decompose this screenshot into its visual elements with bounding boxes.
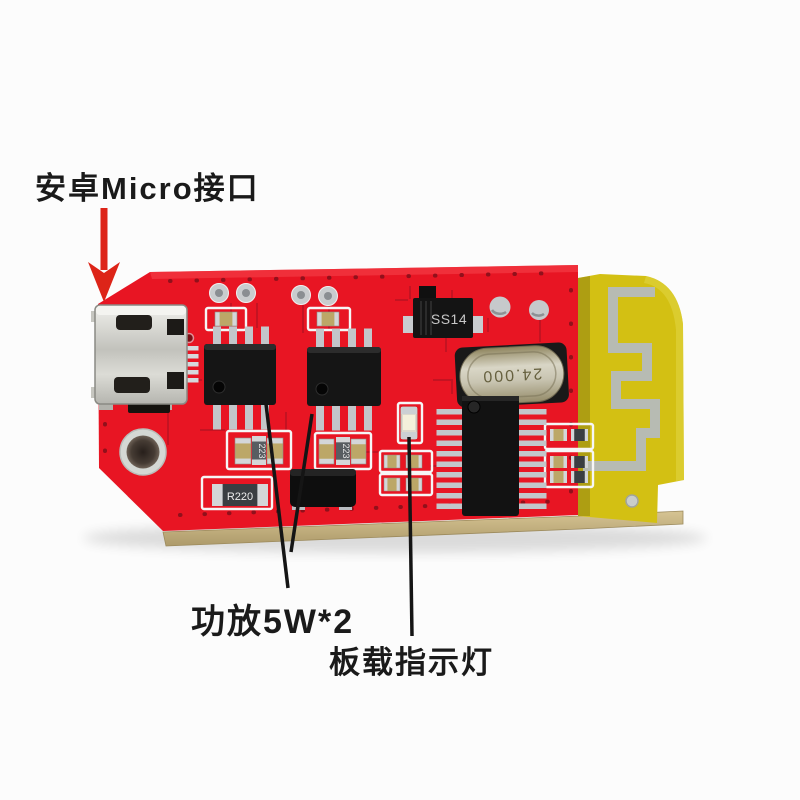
r220-resistor: R220 — [212, 484, 268, 506]
pin1-dot — [315, 382, 329, 396]
usb-slot-bottom — [114, 377, 150, 393]
led-callout-line — [407, 436, 414, 637]
down-arrow-icon — [88, 262, 120, 302]
mounting-hole — [119, 428, 167, 476]
power-input-pads — [489, 296, 549, 320]
micro-usb-connector — [91, 304, 199, 413]
antenna-matching-components — [550, 429, 588, 483]
input-cap-left — [214, 311, 238, 327]
indicator-led-label: 板载指示灯 — [329, 645, 494, 680]
antenna-via — [625, 494, 639, 508]
pin1-dot — [212, 380, 226, 394]
crystal-oscillator: 24.000 — [454, 342, 569, 408]
crystal-marking: 24.000 — [481, 364, 543, 384]
amp-callout-line-left — [264, 403, 290, 589]
filter-group-right: 223 — [318, 437, 367, 465]
ss14-diode: SS14 — [403, 286, 483, 338]
antenna-pcb-yellow — [578, 274, 684, 523]
amplifier-chip-left — [204, 326, 276, 430]
r220-marking: R220 — [227, 491, 253, 503]
bluetooth-ic — [436, 396, 547, 516]
speaker-output-pads — [209, 283, 338, 306]
resistor-223-marking: 223 — [341, 443, 351, 458]
board-top-highlight — [150, 265, 578, 279]
ss14-marking: SS14 — [431, 311, 467, 327]
resistor-223-marking: 223 — [257, 443, 267, 458]
annotation-graphics — [88, 208, 414, 637]
indicator-led — [400, 406, 418, 440]
amp-callout-line-right — [289, 413, 314, 553]
pin1-dot — [467, 400, 481, 414]
down-arrow-shaft — [100, 208, 108, 270]
usb-slot-top — [116, 315, 152, 330]
amplifier-label: 功放5W*2 — [191, 603, 355, 641]
antenna-corner-highlight — [644, 276, 684, 481]
usb-port-label: 安卓Micro接口 — [35, 171, 260, 206]
filter-group-left: 223 — [234, 436, 284, 465]
input-cap-right — [316, 311, 340, 327]
antenna-meander-trace — [583, 287, 660, 471]
amplifier-chip-right — [307, 328, 381, 431]
